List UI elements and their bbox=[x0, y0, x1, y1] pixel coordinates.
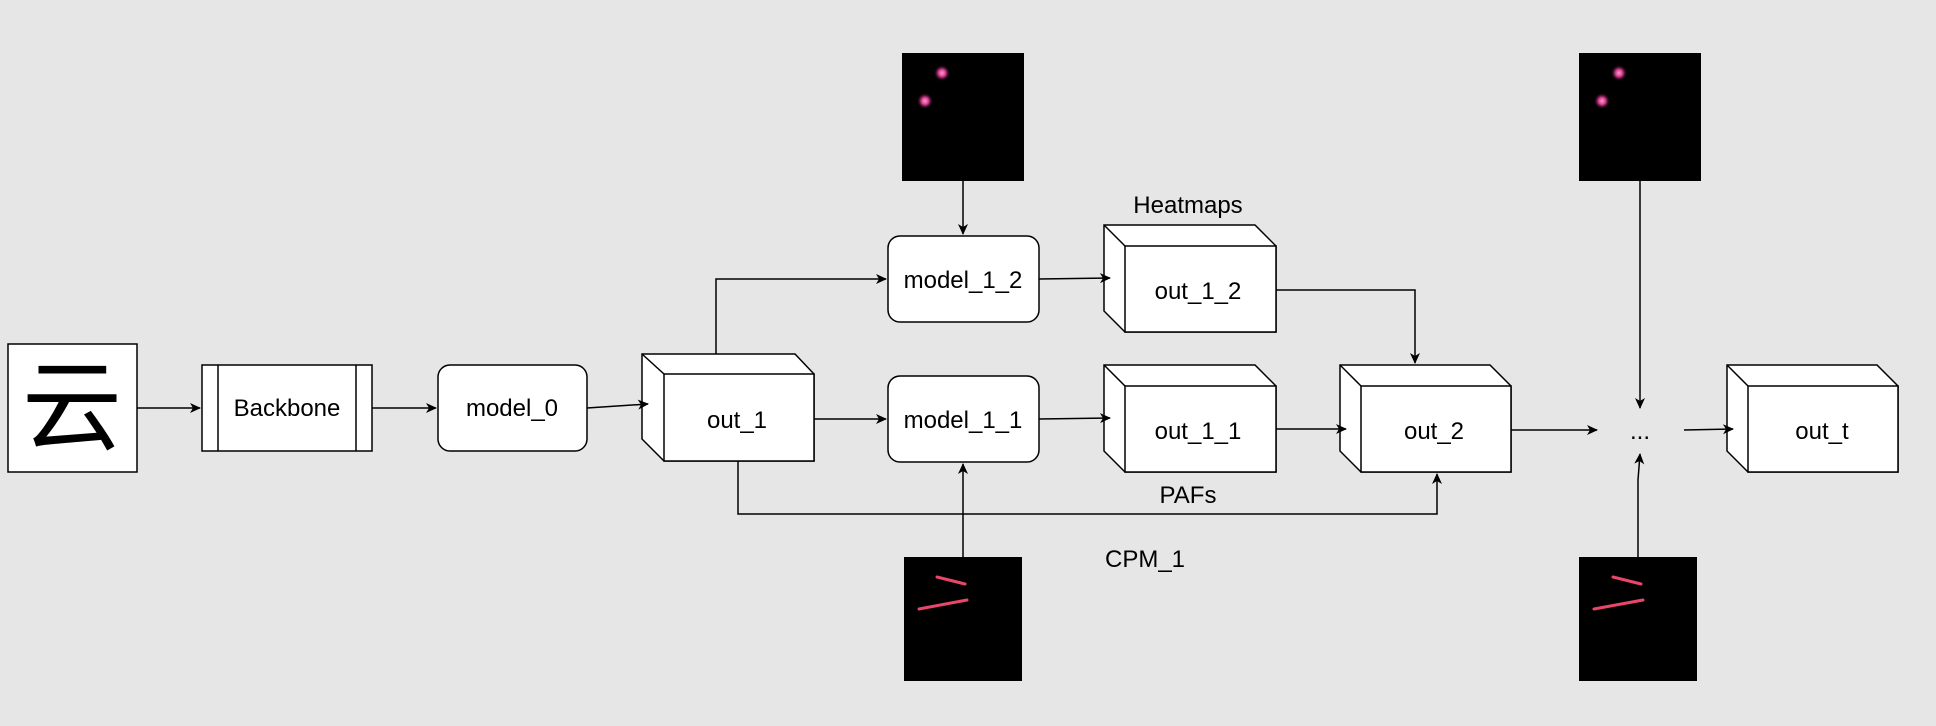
edge-paf2-ellipsis bbox=[1634, 453, 1645, 557]
ellipsis-label: ... bbox=[1630, 418, 1650, 445]
out-1-cube: out_1 bbox=[641, 353, 815, 462]
backbone-block: Backbone bbox=[201, 364, 373, 452]
edge-model12-out12 bbox=[1038, 273, 1111, 284]
model-0-label: model_0 bbox=[466, 395, 558, 422]
connectors bbox=[137, 181, 1734, 557]
cpm-label: CPM_1 bbox=[1105, 546, 1185, 573]
edge-out1-model12 bbox=[715, 274, 887, 354]
out-1-1-label: out_1_1 bbox=[1155, 418, 1242, 445]
model-0-block: model_0 bbox=[437, 364, 588, 452]
model-1-1-label: model_1_1 bbox=[904, 407, 1023, 434]
paf-image-1 bbox=[904, 557, 1022, 681]
heatmaps-label: Heatmaps bbox=[1133, 192, 1242, 219]
model-1-2-label: model_1_2 bbox=[904, 267, 1023, 294]
out-t-cube: out_t bbox=[1726, 364, 1899, 473]
out-1-1-cube: out_1_1 bbox=[1103, 364, 1277, 473]
out-1-label: out_1 bbox=[707, 407, 767, 434]
edge-model0-out1 bbox=[586, 399, 649, 410]
model-1-1-block: model_1_1 bbox=[887, 375, 1040, 463]
backbone-label: Backbone bbox=[234, 395, 341, 422]
model-1-2-block: model_1_2 bbox=[887, 235, 1040, 323]
edge-out12-out2 bbox=[1276, 289, 1420, 364]
input-glyph: 云 bbox=[22, 349, 122, 466]
edge-model11-out11 bbox=[1038, 413, 1111, 424]
input-image: 云 bbox=[7, 343, 138, 473]
heatmap-image-1 bbox=[902, 53, 1024, 181]
out-2-label: out_2 bbox=[1404, 418, 1464, 445]
paf-image-2 bbox=[1579, 557, 1697, 681]
out-1-2-label: out_1_2 bbox=[1155, 278, 1242, 305]
edge-ellipsis-outt bbox=[1683, 424, 1734, 435]
out-2-cube: out_2 bbox=[1339, 364, 1512, 473]
out-1-2-cube: out_1_2 bbox=[1103, 224, 1277, 333]
edge-out1-out2 bbox=[737, 461, 1442, 515]
pafs-label: PAFs bbox=[1160, 482, 1217, 509]
out-t-label: out_t bbox=[1795, 418, 1849, 445]
heatmap-image-2 bbox=[1579, 53, 1701, 181]
